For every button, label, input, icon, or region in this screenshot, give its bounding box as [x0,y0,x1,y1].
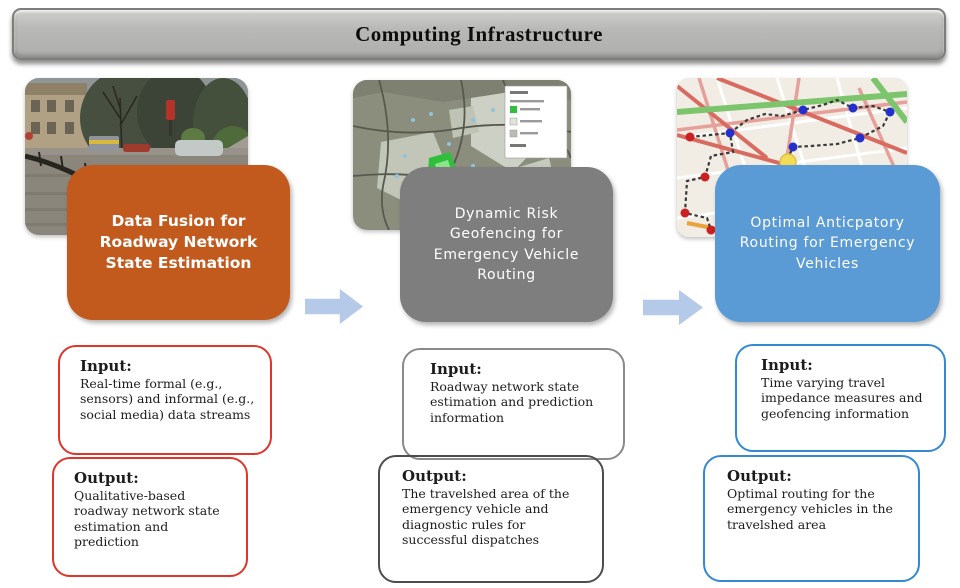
input-label: Input: [430,360,482,378]
header-banner: Computing Infrastructure [12,8,946,60]
output-text: The travelshed area of the emergency veh… [402,486,570,547]
output-label: Output: [402,467,467,485]
output-text: Qualitative-based roadway network state … [74,488,220,549]
input-box-stage3: Input: Time varying travel impedance mea… [735,344,946,452]
map-legend [504,85,568,159]
stage-box-data-fusion: Data Fusion for Roadway Network State Es… [67,165,290,320]
output-box-stage1: Output: Qualitative-based roadway networ… [52,457,248,577]
input-label: Input: [80,357,132,375]
stage-box-risk-geofencing: Dynamic Risk Geofencing for Emergency Ve… [400,167,613,322]
input-text: Roadway network state estimation and pre… [430,379,594,425]
output-label: Output: [727,467,792,485]
right-arrow-icon [643,290,703,325]
input-text: Time varying travel impedance measures a… [761,375,923,421]
input-text: Real-time formal (e.g., sensors) and inf… [80,376,255,422]
input-box-stage1: Input: Real-time formal (e.g., sensors) … [58,345,272,455]
output-box-stage2: Output: The travelshed area of the emerg… [378,455,604,583]
output-box-stage3: Output: Optimal routing for the emergenc… [703,455,920,582]
page-title: Computing Infrastructure [355,21,603,46]
output-text: Optimal routing for the emergency vehicl… [727,486,893,532]
stage-title-data-fusion: Data Fusion for Roadway Network State Es… [99,212,258,272]
stage-box-optimal-routing: Optimal Anticpatory Routing for Emergenc… [715,165,940,322]
input-label: Input: [761,356,813,374]
input-box-stage2: Input: Roadway network state estimation … [402,348,625,460]
stage-title-risk-geofencing: Dynamic Risk Geofencing for Emergency Ve… [433,205,580,283]
output-label: Output: [74,469,139,487]
right-arrow-icon [305,289,363,324]
stage-title-optimal-routing: Optimal Anticpatory Routing for Emergenc… [739,215,916,272]
